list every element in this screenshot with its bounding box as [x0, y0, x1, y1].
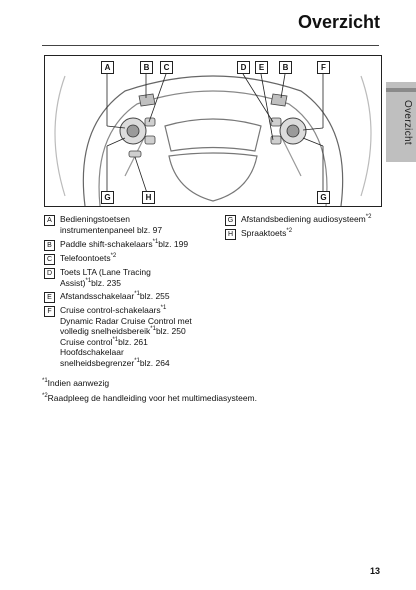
callout-b-left: B	[140, 61, 153, 74]
legend-right: G Afstandsbediening audiosysteem*2 H Spr…	[225, 214, 385, 254]
section-tab-label: Overzicht	[402, 100, 413, 145]
page-number: 13	[369, 566, 380, 576]
steering-wheel-figure: A B C D E B F G H G	[44, 55, 382, 207]
section-tab-marker	[386, 88, 416, 92]
callout-d: D	[237, 61, 250, 74]
callout-e: E	[255, 61, 268, 74]
footnote-2: *2Raadpleeg de handleiding voor het mult…	[42, 393, 257, 403]
callout-h: H	[142, 191, 155, 204]
callout-f: F	[317, 61, 330, 74]
callout-b-right: B	[279, 61, 292, 74]
section-tab	[386, 82, 416, 162]
right-switch-cluster	[270, 93, 307, 145]
footnote-1: *1Indien aanwezig	[42, 378, 110, 388]
callout-g-left: G	[101, 191, 114, 204]
callout-g-right: G	[317, 191, 330, 204]
page-title: Overzicht	[297, 12, 380, 32]
title-divider	[42, 45, 379, 46]
left-switch-cluster	[119, 93, 156, 158]
legend-left: A Bedieningstoetsen instrumentenpaneel b…	[44, 214, 224, 368]
callout-c: C	[160, 61, 173, 74]
callout-a: A	[101, 61, 114, 74]
steering-wheel-illustration	[54, 73, 372, 206]
